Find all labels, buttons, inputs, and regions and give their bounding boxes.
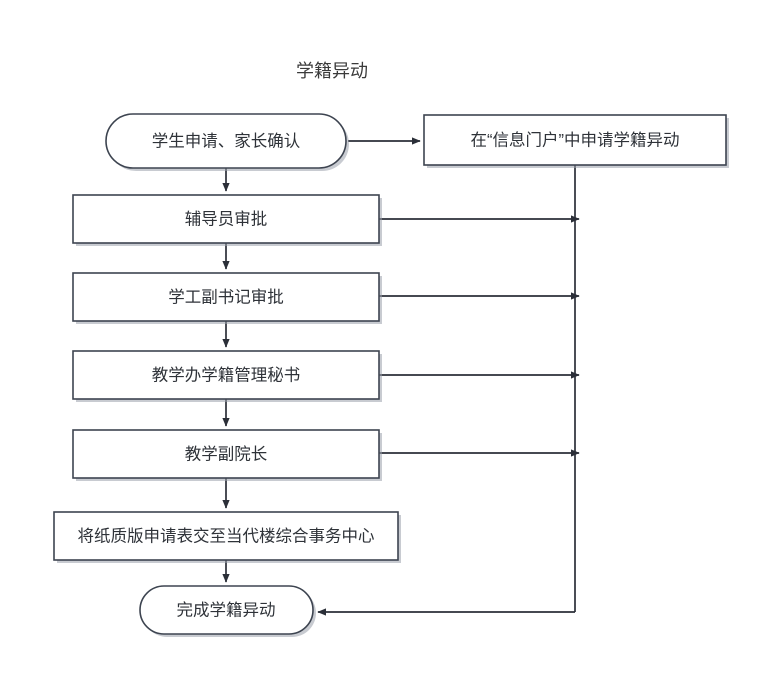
node-submit-paper-form[interactable]: 将纸质版申请表交至当代楼综合事务中心 [53,511,401,563]
node-shape [139,585,314,635]
diagram-title: 学籍异动 [296,61,368,81]
node-label: 将纸质版申请表交至当代楼综合事务中心 [78,526,375,545]
node-shape [105,113,347,169]
node-shape [72,350,380,400]
node-shape [72,429,380,479]
node-label: 学生申请、家长确认 [152,131,301,150]
node-shape [53,511,399,561]
node-shape [423,114,727,166]
node-label: 辅导员审批 [185,209,268,228]
node-label: 学工副书记审批 [168,287,284,306]
node-academic-vice-dean[interactable]: 教学副院长 [72,429,382,481]
node-label: 教学副院长 [185,444,268,463]
node-label: 在“信息门户”中申请学籍异动 [471,130,680,149]
node-status-change-complete[interactable]: 完成学籍异动 [139,585,316,637]
node-portal-application[interactable]: 在“信息门户”中申请学籍异动 [423,114,729,168]
node-label: 完成学籍异动 [177,600,276,619]
node-registrar-secretary[interactable]: 教学办学籍管理秘书 [72,350,382,402]
node-deputy-secretary-approval[interactable]: 学工副书记审批 [72,272,382,324]
node-counselor-approval[interactable]: 辅导员审批 [72,194,382,246]
node-shape [72,194,380,244]
node-student-application[interactable]: 学生申请、家长确认 [105,113,349,171]
node-shape [72,272,380,322]
node-label: 教学办学籍管理秘书 [152,365,301,384]
edge-layer [222,137,580,616]
